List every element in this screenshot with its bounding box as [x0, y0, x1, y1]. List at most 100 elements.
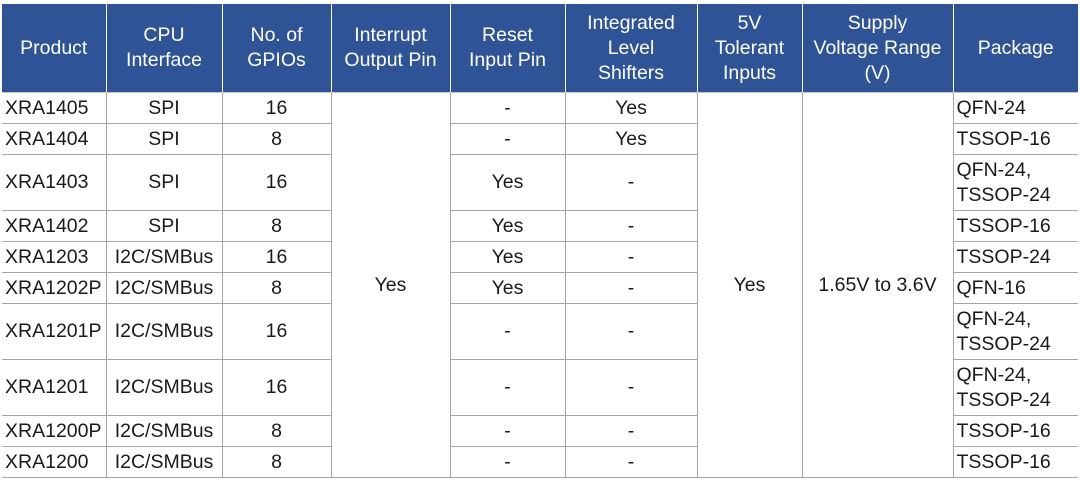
cell-supply-voltage-range-merged: 1.65V to 3.6V: [802, 92, 954, 478]
cell-package: QFN-24: [952, 92, 1078, 124]
cell-package: QFN-16: [952, 272, 1078, 304]
cell-product: XRA1201: [2, 359, 107, 416]
cell-cpu-interface: I2C/SMBus: [106, 446, 223, 478]
column-header-line: Shifters: [597, 61, 665, 84]
product-comparison-table-wrapper: Product CPU Interface No. of GPIOs Interru…: [2, 4, 1078, 484]
product-comparison-table: Product CPU Interface No. of GPIOs Interru…: [2, 4, 1078, 478]
cell-product: XRA1201P: [2, 303, 107, 360]
cell-gpios: 8: [222, 415, 332, 447]
cell-product: XRA1403: [2, 154, 107, 211]
column-header-line: Integrated: [587, 11, 675, 34]
cell-reset-input-pin: Yes: [450, 272, 566, 304]
cell-gpios: 8: [222, 210, 332, 242]
cell-cpu-interface: SPI: [106, 210, 223, 242]
cell-gpios: 16: [222, 303, 332, 360]
cell-product: XRA1200: [2, 446, 107, 478]
column-header-line: No. of: [250, 24, 303, 46]
cell-reset-input-pin: Yes: [450, 210, 566, 242]
cell-gpios: 8: [222, 272, 332, 304]
cell-cpu-interface: I2C/SMBus: [106, 303, 223, 360]
cell-gpios: 16: [222, 359, 332, 416]
cell-level-shifters: Yes: [565, 92, 698, 124]
cell-package: TSSOP-16: [952, 123, 1078, 155]
cell-cpu-interface: SPI: [106, 123, 223, 155]
cell-level-shifters: -: [565, 272, 698, 304]
cell-reset-input-pin: -: [450, 446, 566, 478]
cell-gpios: 8: [222, 446, 332, 478]
cell-reset-input-pin: -: [450, 92, 566, 124]
cell-reset-input-pin: Yes: [450, 154, 566, 211]
cell-level-shifters: -: [565, 154, 698, 211]
cell-reset-input-pin: -: [450, 123, 566, 155]
table-header: Product CPU Interface No. of GPIOs Interru…: [2, 4, 1078, 93]
cell-reset-input-pin: -: [450, 359, 566, 416]
cell-product: XRA1202P: [2, 272, 107, 304]
column-header-package: Package: [953, 4, 1078, 93]
cell-5v-tolerant-inputs-merged: Yes: [697, 92, 803, 478]
column-header-line: Supply: [847, 11, 908, 34]
column-header-gpios: No. of GPIOs: [222, 4, 332, 93]
column-header-line: Reset: [482, 24, 533, 46]
cell-cpu-interface: I2C/SMBus: [106, 272, 223, 304]
cell-package: TSSOP-16: [952, 446, 1078, 478]
cell-cpu-interface: I2C/SMBus: [106, 415, 223, 447]
cell-level-shifters: Yes: [565, 123, 698, 155]
cell-level-shifters: -: [565, 415, 698, 447]
cell-cpu-interface: SPI: [106, 154, 223, 211]
cell-package: TSSOP-16: [952, 210, 1078, 242]
column-header-line: Product: [20, 36, 88, 59]
cell-package: QFN-24,TSSOP-24: [952, 154, 1078, 211]
column-header-product: Product: [2, 4, 107, 93]
column-header-line: Output Pin: [344, 49, 437, 71]
column-header-line: Inputs: [722, 61, 777, 84]
column-header-line: 5V: [737, 11, 762, 34]
cell-level-shifters: -: [565, 241, 698, 273]
table-header-row: Product CPU Interface No. of GPIOs Interru…: [2, 4, 1078, 93]
cell-package: QFN-24,TSSOP-24: [952, 359, 1078, 416]
cell-reset-input-pin: -: [450, 303, 566, 360]
cell-level-shifters: -: [565, 359, 698, 416]
cell-level-shifters: -: [565, 303, 698, 360]
column-header-line: Interrupt: [354, 24, 427, 46]
cell-cpu-interface: I2C/SMBus: [106, 241, 223, 273]
cell-gpios: 16: [222, 154, 332, 211]
cell-cpu-interface: SPI: [106, 92, 223, 124]
column-header-line: Tolerant: [714, 36, 785, 59]
cell-package: TSSOP-16: [952, 415, 1078, 447]
column-header-line: GPIOs: [247, 49, 306, 71]
column-header-line: Level: [607, 36, 655, 59]
cell-cpu-interface: I2C/SMBus: [106, 359, 223, 416]
cell-product: XRA1402: [2, 210, 107, 242]
column-header-line: CPU: [143, 24, 185, 46]
cell-gpios: 16: [222, 92, 332, 124]
cell-package: QFN-24,TSSOP-24: [952, 303, 1078, 360]
cell-reset-input-pin: -: [450, 415, 566, 447]
cell-product: XRA1200P: [2, 415, 107, 447]
column-header-line: Interface: [126, 49, 202, 71]
column-header-line: Input Pin: [469, 49, 546, 71]
cell-package: TSSOP-24: [952, 241, 1078, 273]
cell-level-shifters: -: [565, 446, 698, 478]
cell-gpios: 16: [222, 241, 332, 273]
cell-product: XRA1203: [2, 241, 107, 273]
cell-product: XRA1405: [2, 92, 107, 124]
cell-level-shifters: -: [565, 210, 698, 242]
column-header-cpu-interface: CPU Interface: [106, 4, 223, 93]
column-header-line: Package: [977, 36, 1054, 59]
cell-gpios: 8: [222, 123, 332, 155]
